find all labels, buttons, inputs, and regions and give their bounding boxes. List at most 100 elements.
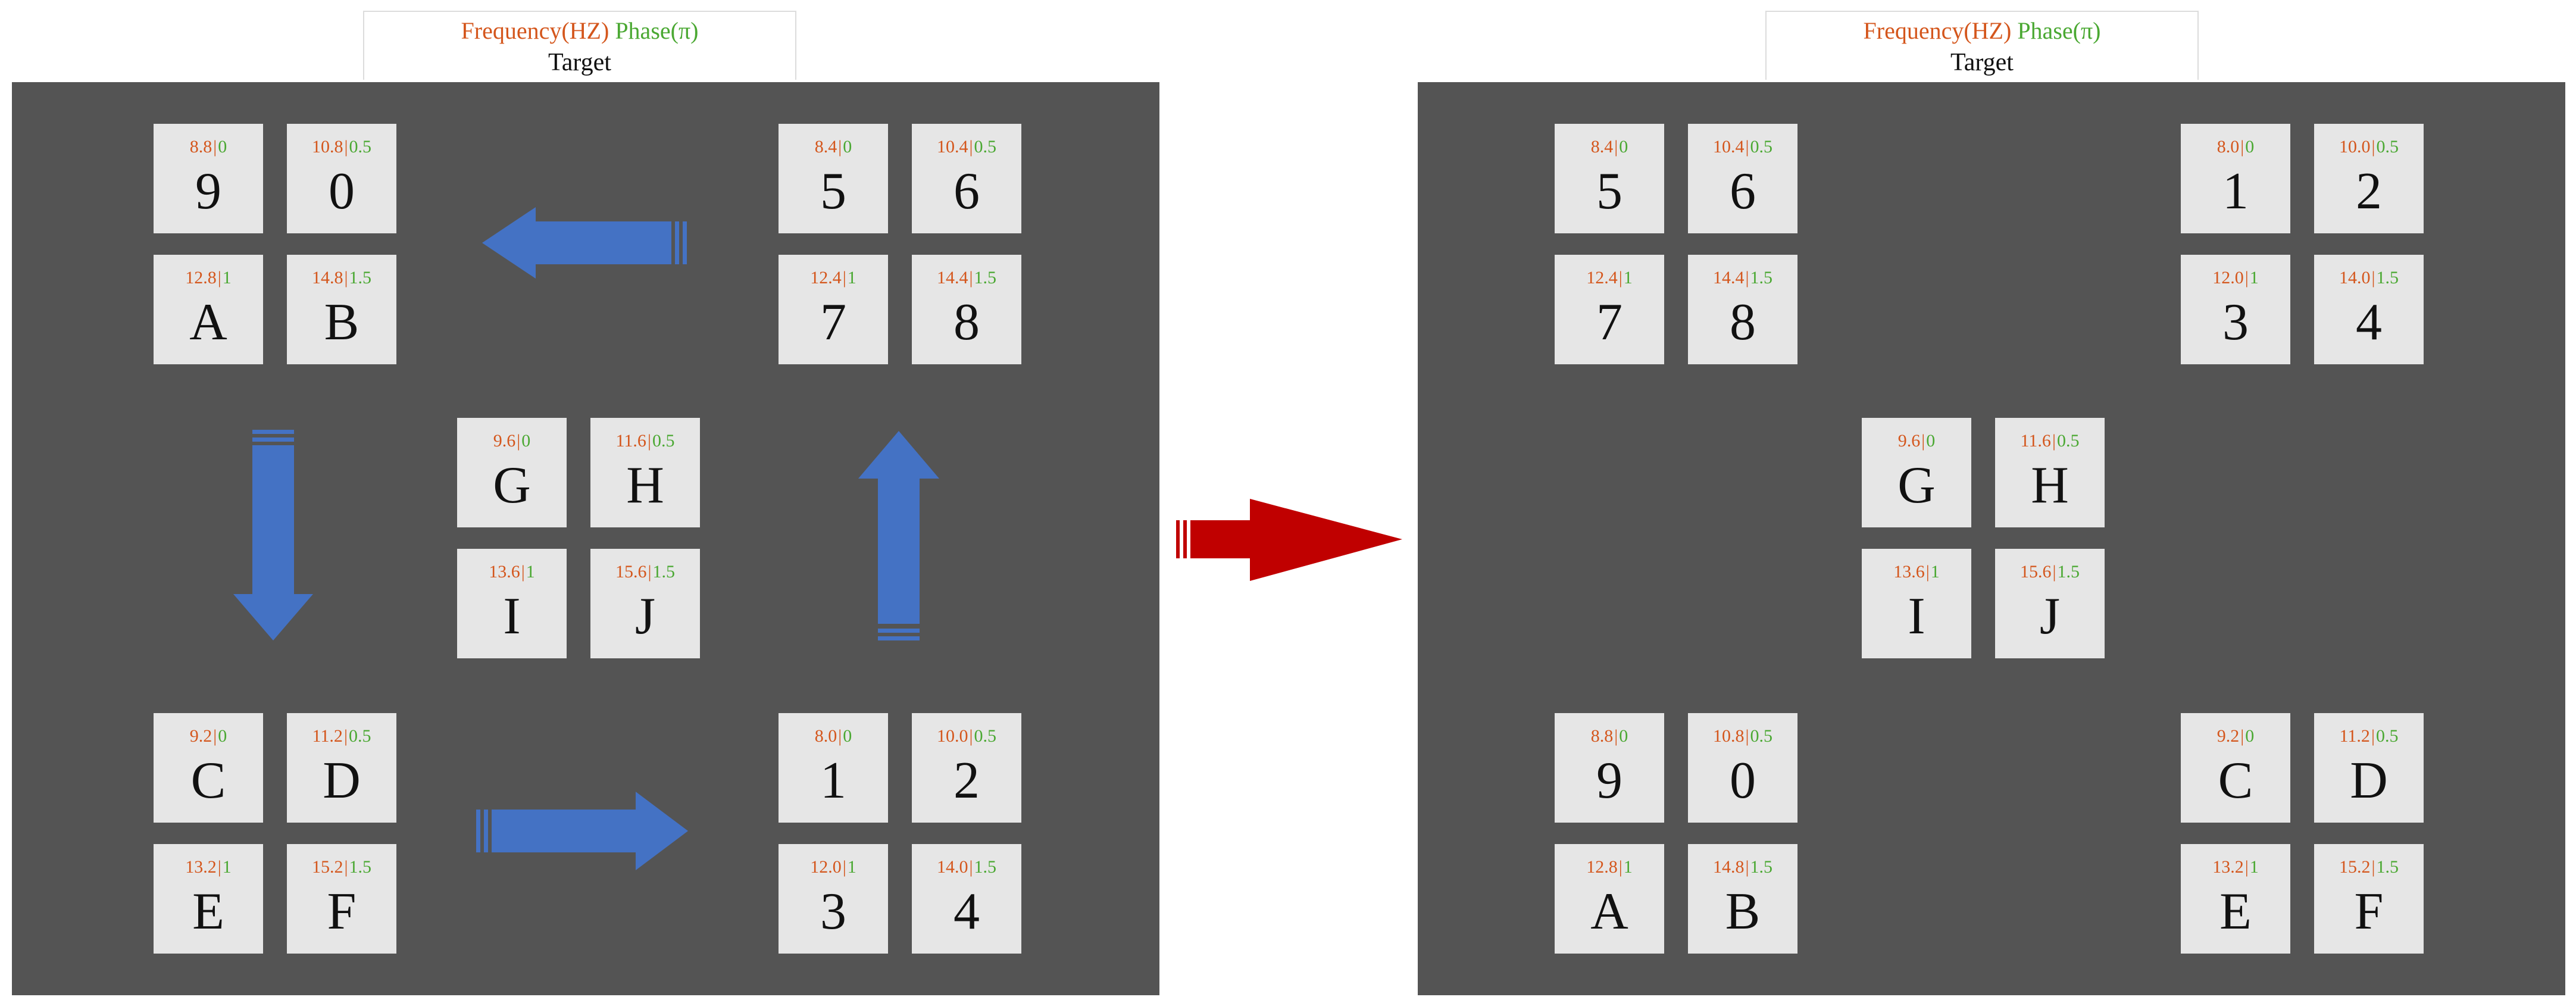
key-character: 1 (2222, 162, 2249, 220)
key-frequency: 12.4 (810, 268, 842, 288)
key-frequency: 8.0 (2217, 137, 2240, 157)
right-legend-header: Frequency(HZ) Phase(π) Target (1765, 11, 2199, 80)
key-character: 3 (2222, 293, 2249, 351)
key-phase: 0 (218, 726, 227, 746)
frequency-legend: Frequency(HZ) (1863, 17, 2012, 44)
key-phase: 0.5 (652, 431, 675, 451)
key-frequency-phase: 11.2|0.5 (2314, 726, 2424, 746)
key-frequency: 10.0 (2339, 137, 2371, 157)
key-frequency-phase: 11.6|0.5 (590, 431, 700, 451)
arrow-down-icon (233, 430, 313, 640)
key-phase: 0 (1619, 726, 1628, 746)
key-phase: 1.5 (349, 857, 372, 877)
key-character: C (2218, 752, 2253, 810)
key-frequency-phase: 14.4|1.5 (912, 268, 1021, 288)
key-phase: 1 (222, 268, 232, 288)
key-separator: | (1745, 857, 1749, 877)
key-frequency-phase: 13.2|1 (2181, 857, 2290, 877)
key-separator: | (1921, 431, 1925, 451)
key-frequency-phase: 12.0|1 (2181, 268, 2290, 288)
key-phase: 0 (843, 726, 852, 746)
key-character: I (503, 588, 521, 645)
key-phase: 0.5 (2375, 726, 2399, 746)
key-frequency: 11.6 (2020, 431, 2051, 451)
key-character: 3 (820, 883, 846, 940)
key-frequency-phase: 8.4|0 (779, 137, 888, 157)
key-frequency: 9.6 (493, 431, 516, 451)
key-frequency: 13.6 (489, 562, 520, 582)
key-separator: | (217, 857, 221, 877)
key-frequency: 14.0 (2339, 268, 2371, 288)
key-frequency: 8.4 (1590, 137, 1614, 157)
key-character: D (323, 752, 361, 810)
key-separator: | (2244, 857, 2249, 877)
key-frequency: 9.6 (1897, 431, 1921, 451)
key-phase: 0 (521, 431, 531, 451)
key-character: 6 (1730, 162, 1756, 220)
key-separator: | (517, 431, 521, 451)
key-phase: 0 (1926, 431, 1936, 451)
key-separator: | (838, 726, 842, 746)
key-character: E (192, 883, 224, 940)
key-character: 8 (1730, 293, 1756, 351)
key-separator: | (344, 137, 348, 157)
key-frequency-phase: 14.4|1.5 (1688, 268, 1797, 288)
key-character: 2 (954, 752, 980, 810)
key-frequency: 11.2 (312, 726, 343, 746)
key-frequency-phase: 14.8|1.5 (287, 268, 396, 288)
key-character: 5 (1596, 162, 1622, 220)
key-frequency: 8.8 (1590, 726, 1614, 746)
key-separator: | (2240, 137, 2244, 157)
key-separator: | (343, 726, 348, 746)
key-character: D (2350, 752, 2388, 810)
key-frequency: 14.8 (1712, 857, 1745, 877)
key-phase: 1 (2249, 268, 2259, 288)
key-3[interactable]: 12.0|1 3 (2181, 255, 2290, 364)
key-8[interactable]: 14.4|1.5 8 (1688, 255, 1797, 364)
key-frequency: 11.2 (2339, 726, 2370, 746)
key-frequency-phase: 9.2|0 (154, 726, 263, 746)
key-character: 4 (954, 883, 980, 940)
key-separator: | (969, 137, 973, 157)
key-phase: 1 (222, 857, 232, 877)
key-phase: 1 (847, 268, 856, 288)
